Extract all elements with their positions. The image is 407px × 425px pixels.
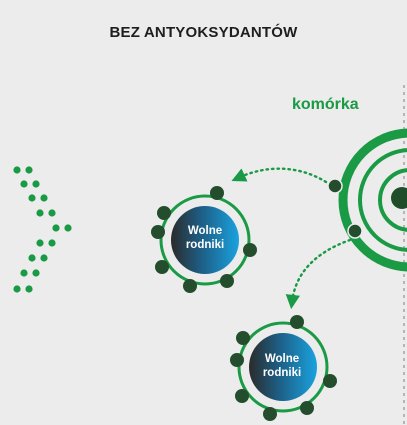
- electron: [183, 279, 197, 293]
- electron: [290, 315, 304, 329]
- dotted-arrow-icon: [231, 167, 328, 184]
- electron: [157, 206, 171, 220]
- electron: [151, 225, 165, 239]
- electron: [220, 274, 234, 288]
- electron: [210, 186, 224, 200]
- free-radical-label-line1: Wolne: [187, 225, 223, 237]
- electron: [235, 389, 249, 403]
- page-title: BEZ ANTYOKSYDANTÓW: [109, 24, 298, 41]
- dotted-chevron-right-icon: [13, 166, 72, 293]
- free-radical-label-line2: rodniki: [185, 239, 225, 251]
- electron: [300, 401, 314, 415]
- free-radical-label-line2: rodniki: [262, 367, 302, 379]
- electron: [230, 353, 244, 367]
- free-radical-2: [230, 315, 337, 421]
- electron: [323, 374, 337, 388]
- free-radical-label-line1: Wolne: [264, 353, 300, 365]
- electron: [155, 260, 169, 274]
- free-radical-label: Wolne rodniki: [168, 224, 242, 252]
- electron: [263, 407, 277, 421]
- free-radical-label: Wolne rodniki: [245, 352, 319, 380]
- electron: [236, 331, 250, 345]
- cell-graphic: [327, 128, 407, 272]
- electron: [243, 243, 257, 257]
- cell-label: komórka: [292, 96, 359, 113]
- cell-electron: [327, 178, 343, 194]
- free-radical-1: [151, 186, 257, 293]
- cell-electron: [347, 223, 363, 239]
- dotted-arrow-icon: [285, 238, 352, 310]
